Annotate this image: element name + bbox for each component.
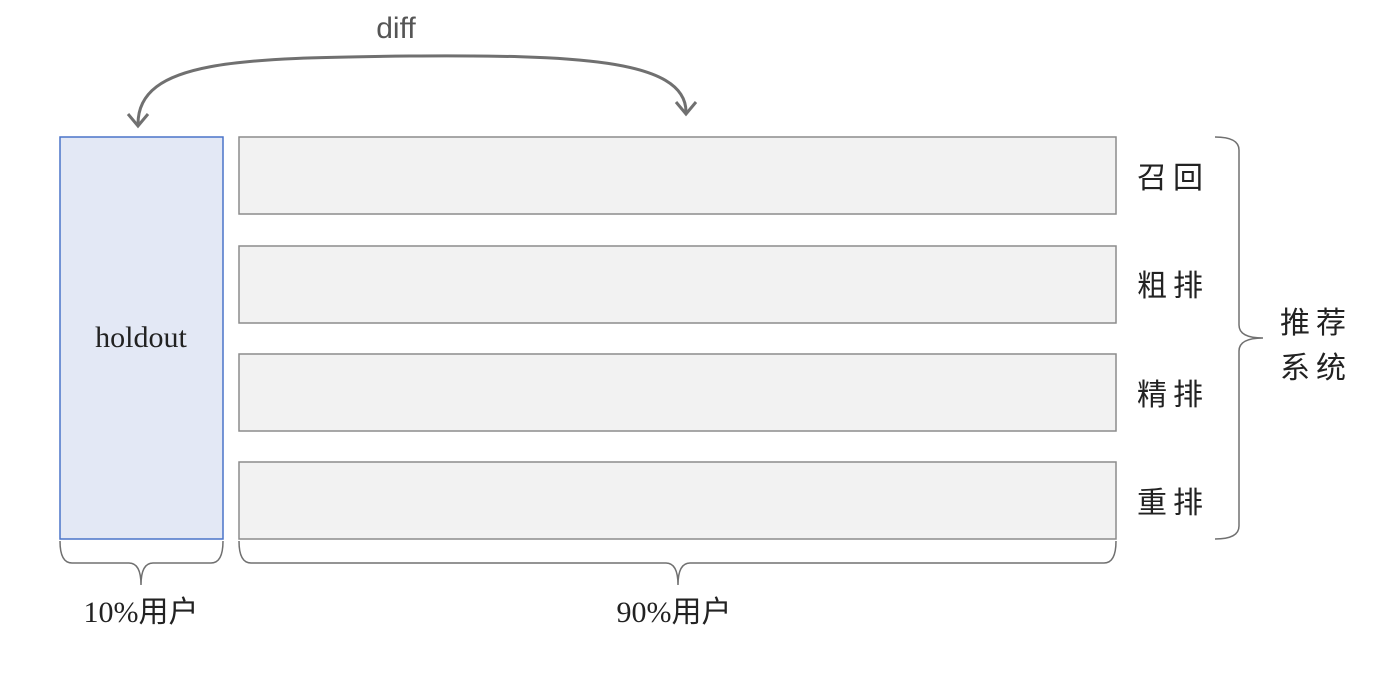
diff-label: diff: [376, 12, 416, 45]
diff-arrowhead-right: [674, 101, 698, 117]
system-label-line2: 系统: [1280, 352, 1352, 385]
stage-bar-prerank: [238, 245, 1117, 324]
system-label-line1: 推荐: [1280, 307, 1352, 340]
holdout-box: [59, 136, 224, 540]
diff-arrowhead-left: [126, 113, 150, 129]
stage-label-rank: 精排: [1137, 379, 1209, 412]
stage-label-rerank: 重排: [1137, 487, 1209, 520]
stage-bar-rerank: [238, 461, 1117, 540]
stage-label-recall: 召回: [1137, 162, 1209, 195]
stage-label-prerank: 粗排: [1137, 270, 1209, 303]
stage-bar-rank: [238, 353, 1117, 432]
holdout-label: holdout: [95, 321, 187, 354]
holdout-share-label: 10%用户: [84, 596, 199, 629]
diff-arrow: [136, 54, 688, 125]
stage-bar-recall: [238, 136, 1117, 215]
experiment-share-label: 90%用户: [617, 596, 732, 629]
system-brace: [1214, 136, 1264, 540]
holdout-share-brace: [59, 540, 224, 586]
experiment-share-brace: [238, 540, 1117, 586]
